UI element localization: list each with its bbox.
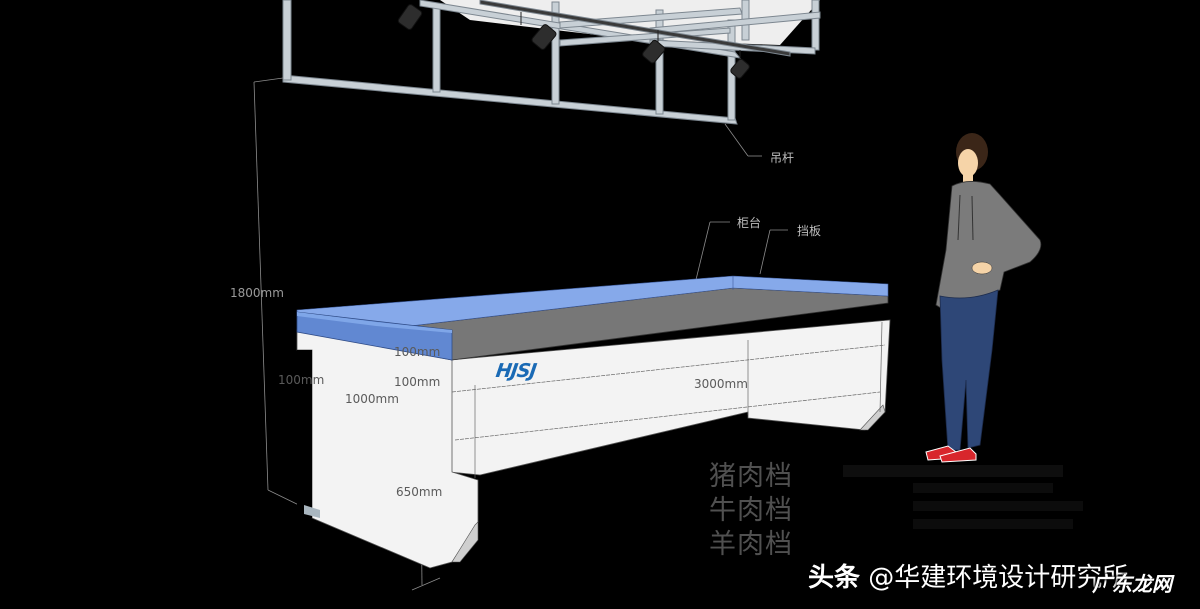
counter-back-body bbox=[449, 319, 891, 476]
callout-hanger-rod: 吊杆 bbox=[770, 151, 795, 165]
brand-logo: HJSJ bbox=[494, 360, 538, 382]
stall-labels: 猪肉档 牛肉档 羊肉档 bbox=[709, 460, 793, 562]
dim-baffle-height: 100mm bbox=[394, 345, 441, 359]
dim-side-offset: 100mm bbox=[278, 373, 325, 387]
track-spotlights bbox=[397, 4, 750, 79]
stall-label-beef: 牛肉档 bbox=[709, 495, 793, 526]
spotlight-icon bbox=[642, 30, 666, 64]
faint-company-info bbox=[843, 462, 1083, 542]
watermark-handle: @华建环境设计研究所 bbox=[868, 563, 1129, 593]
callout-counter: 柜台 bbox=[737, 216, 762, 230]
dim-top-thickness: 100mm bbox=[394, 375, 441, 389]
dim-length: 3000mm bbox=[694, 377, 748, 391]
counter-end-block bbox=[296, 329, 479, 569]
stall-label-pork: 猪肉档 bbox=[709, 461, 793, 492]
spotlight-icon bbox=[730, 50, 750, 79]
baffle-front bbox=[296, 311, 453, 361]
spotlight-icon bbox=[520, 12, 557, 50]
dim-depth: 1000mm bbox=[345, 392, 399, 406]
watermark-platform: 头条 bbox=[808, 563, 861, 593]
watermark: 头条 @华建环境设计研究所 bbox=[808, 557, 1128, 594]
dim-counter-height: 650mm bbox=[396, 485, 443, 499]
dim-total-height: 1800mm bbox=[230, 286, 284, 300]
callout-baffle: 挡板 bbox=[797, 224, 822, 238]
spotlight-icon bbox=[397, 4, 423, 30]
stall-label-mutton: 羊肉档 bbox=[709, 529, 793, 560]
watermark-overlay: 广东龙网 bbox=[1092, 572, 1172, 596]
meat-counter bbox=[296, 275, 891, 569]
human-scale-figure bbox=[925, 133, 1042, 463]
